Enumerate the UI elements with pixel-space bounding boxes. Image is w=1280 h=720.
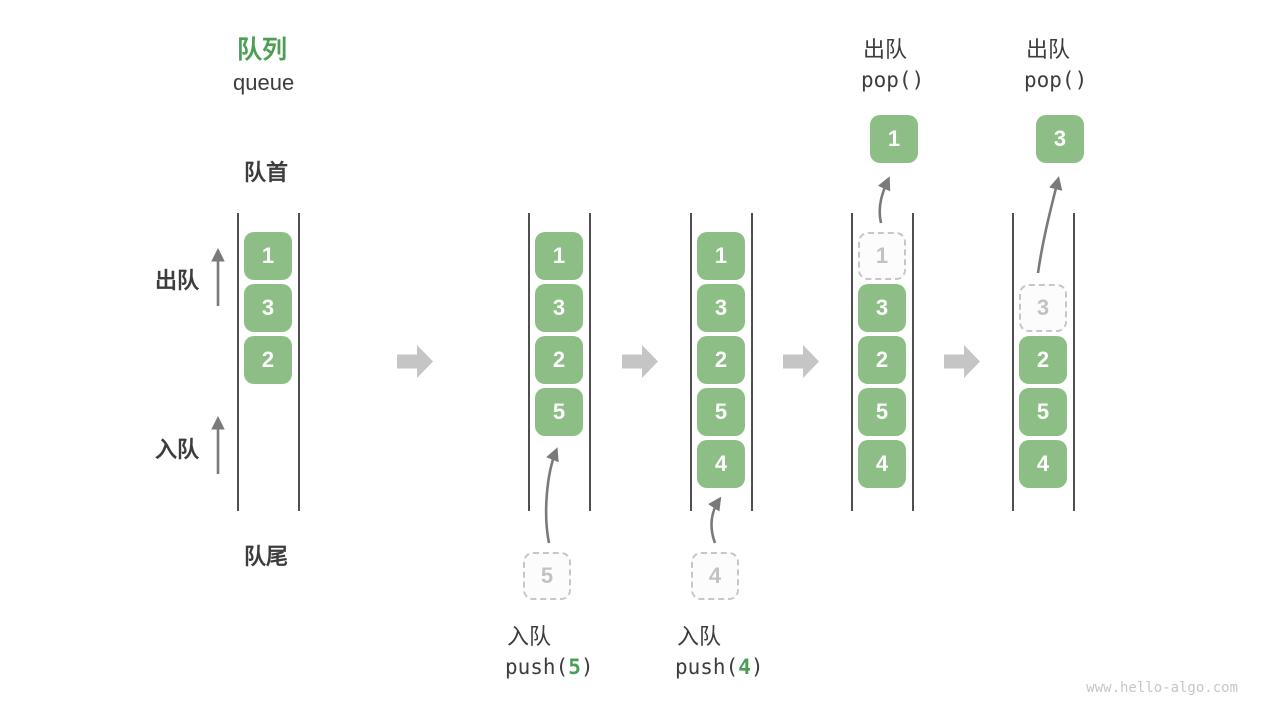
- queue-wall-right: [751, 213, 753, 511]
- step-arrow-icon: [397, 345, 433, 378]
- dequeue-op-label: 出队: [863, 37, 908, 62]
- queue-wall-left: [237, 213, 239, 511]
- queue-element: 2: [535, 336, 583, 384]
- queue-wall-left: [851, 213, 853, 511]
- label-enqueue-side: 入队: [155, 437, 200, 462]
- queue-element: 1: [697, 232, 745, 280]
- queue-element: 4: [697, 440, 745, 488]
- queue-element: 4: [858, 440, 906, 488]
- staged-element: 4: [691, 552, 739, 600]
- queue-element: 3: [858, 284, 906, 332]
- label-queue-front: 队首: [244, 160, 289, 185]
- push-4-arrow: [708, 496, 722, 544]
- diagram-title-en: queue: [233, 70, 295, 95]
- code-arg: 5: [568, 655, 581, 679]
- queue-wall-right: [589, 213, 591, 511]
- enqueue-op-label: 入队: [677, 624, 722, 649]
- step-arrow-icon: [783, 345, 819, 378]
- code-text: push(: [505, 655, 569, 679]
- staged-element: 5: [523, 552, 571, 600]
- queue-wall-right: [1073, 213, 1075, 511]
- removed-element-slot: 3: [1019, 284, 1067, 332]
- queue-element: 3: [697, 284, 745, 332]
- code-text: ): [580, 655, 594, 679]
- enqueue-op-code: push(4): [675, 655, 764, 679]
- queue-element: 2: [244, 336, 292, 384]
- dequeue-op-code: pop(): [861, 68, 925, 92]
- queue-element: 2: [858, 336, 906, 384]
- removed-element-slot: 1: [858, 232, 906, 280]
- queue-element: 2: [1019, 336, 1067, 384]
- label-queue-rear: 队尾: [244, 544, 289, 569]
- queue-element: 5: [697, 388, 745, 436]
- dequeue-op-code: pop(): [1024, 68, 1088, 92]
- dequeue-op-label: 出队: [1026, 37, 1071, 62]
- queue-element: 4: [1019, 440, 1067, 488]
- queue-element: 3: [244, 284, 292, 332]
- queue-element: 1: [535, 232, 583, 280]
- queue-wall-right: [912, 213, 914, 511]
- pop-1-arrow: [877, 176, 891, 224]
- step-arrow-icon: [622, 345, 658, 378]
- queue-element: 5: [858, 388, 906, 436]
- pop-3-arrow: [1036, 176, 1063, 274]
- label-dequeue-side: 出队: [155, 268, 200, 293]
- queue-element: 2: [697, 336, 745, 384]
- code-text: ): [750, 655, 764, 679]
- queue-element: 5: [535, 388, 583, 436]
- queue-element: 5: [1019, 388, 1067, 436]
- queue-element: 3: [535, 284, 583, 332]
- code-text: push(: [675, 655, 739, 679]
- diagram-title-zh: 队列: [237, 36, 288, 64]
- popped-element: 3: [1036, 115, 1084, 163]
- step-arrow-icon: [944, 345, 980, 378]
- site-watermark: www.hello-algo.com: [1086, 680, 1238, 696]
- push-5-arrow: [544, 447, 559, 544]
- queue-wall-left: [528, 213, 530, 511]
- queue-wall-left: [690, 213, 692, 511]
- enqueue-op-label: 入队: [507, 624, 552, 649]
- queue-wall-left: [1012, 213, 1014, 511]
- code-arg: 4: [738, 655, 751, 679]
- queue-wall-right: [298, 213, 300, 511]
- enqueue-op-code: push(5): [505, 655, 594, 679]
- queue-element: 1: [244, 232, 292, 280]
- popped-element: 1: [870, 115, 918, 163]
